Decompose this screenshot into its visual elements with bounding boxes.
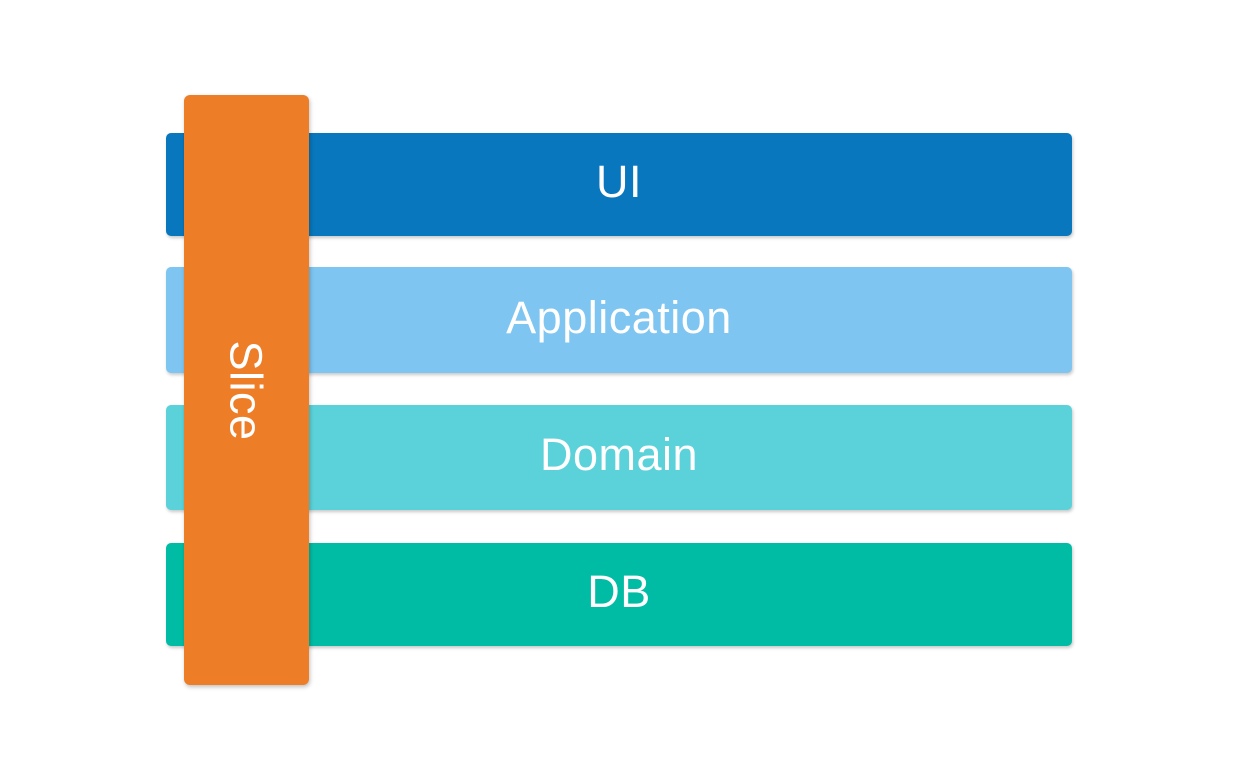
slice-label: Slice xyxy=(220,339,272,441)
layer-bar-ui: UI xyxy=(166,133,1072,236)
layer-label-application: Application xyxy=(506,291,732,343)
layer-bar-application: Application xyxy=(166,267,1072,373)
layer-label-ui: UI xyxy=(596,156,642,207)
layer-bar-domain: Domain xyxy=(166,405,1072,510)
layer-label-domain: Domain xyxy=(539,429,699,480)
slice-vertical-bar: Slice xyxy=(184,95,309,685)
layer-bar-db: DB xyxy=(166,543,1072,646)
layer-label-db: DB xyxy=(587,566,651,617)
